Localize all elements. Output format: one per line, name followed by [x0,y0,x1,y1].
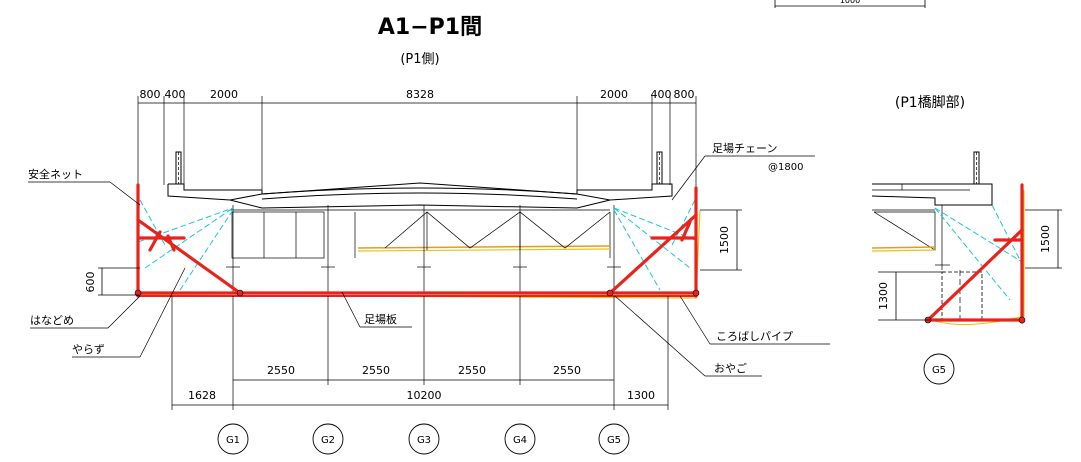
scaffold-members [134,183,700,298]
label-yarazu: やらず [72,343,105,356]
bottom-dim-right: 1300 [627,389,655,402]
detail-dim-1500-label: 1500 [1039,225,1052,253]
girder-label-g3: G3 [417,435,431,446]
label-oyago: おやご [714,361,747,375]
top-dim-7: 800 [674,88,695,101]
drawing-subtitle: (P1側) [400,52,439,67]
detail-title: (P1橋脚部) [895,95,965,111]
detail-dim-1300-label: 1300 [877,282,890,310]
detail-girder-label: G5 [932,365,946,376]
bottom-dim-spacing-2: 2550 [362,364,390,377]
label-hanadome: はなどめ [30,314,74,327]
railing-posts [175,151,663,185]
girder-label-g1: G1 [226,435,240,446]
bottom-dim-spacing-1: 2550 [267,364,295,377]
girder-label-g4: G4 [513,435,527,446]
side-dim-600-label: 600 [84,272,97,293]
side-dim-1500-label: 1500 [718,226,731,254]
label-ashiba-chain: 足場チェーン [712,142,777,155]
cyan-braces [137,199,696,291]
girder-label-g5: G5 [607,435,621,446]
leader-labels: 安全ネット はなどめ やらず 足場板 足場チェーン @1800 ころばしパイプ … [28,142,830,377]
top-dim-3: 2000 [210,88,238,101]
bridge-deck [167,182,673,292]
top-dim-2: 400 [165,88,186,101]
top-dim-6: 400 [651,88,672,101]
top-cut-dimension-label: 1000 [840,0,860,5]
label-korobashi-pipe: ころばしパイプ [716,330,793,343]
bottom-dim-spacing-3: 2550 [458,364,486,377]
top-dim-4: 8328 [406,88,434,101]
bottom-dimensions: 2550 2550 2550 2550 1628 10200 1300 [171,296,669,410]
bottom-dim-total: 10200 [407,389,442,402]
top-dim-1: 800 [140,88,161,101]
label-chain-pitch: @1800 [768,162,803,173]
top-dim-5: 2000 [600,88,628,101]
girder-label-g2: G2 [321,435,335,446]
top-cut-dimension: 1000 [774,0,926,8]
top-dimension-line: 800 400 2000 8328 2000 400 800 [137,88,697,190]
bottom-dim-spacing-4: 2550 [553,364,581,377]
label-ashiba-ita: 足場板 [364,312,397,326]
drawing-title: A1−P1間 [378,15,482,40]
bottom-dim-left: 1628 [188,389,216,402]
label-safety-net: 安全ネット [28,167,83,181]
side-dimension-600: 600 [84,267,140,296]
detail-pier-view: 1500 1300 G5 [871,151,1062,385]
girder-callouts: G1 G2 G3 G4 G5 [217,423,630,455]
side-dimension-1500: 1500 [700,209,742,271]
